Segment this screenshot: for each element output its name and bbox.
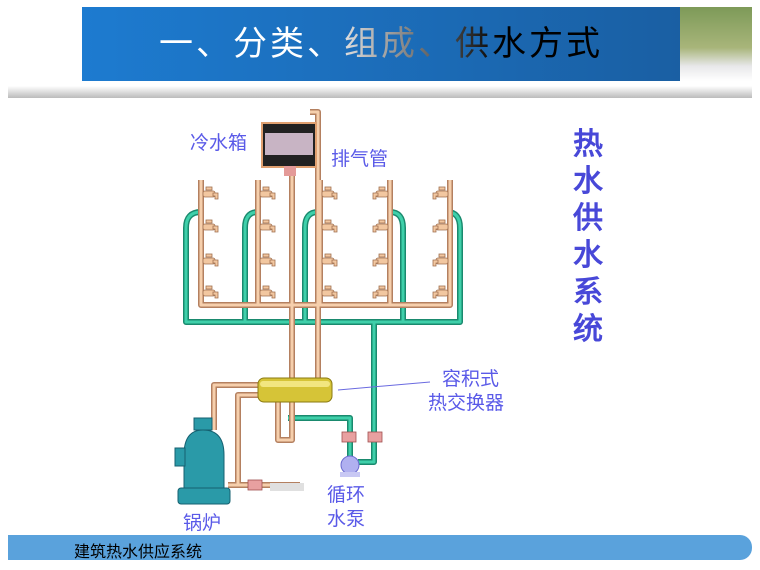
label-boiler: 锅炉: [183, 512, 222, 534]
faucet-icon: [202, 285, 219, 299]
sprout-image: [680, 7, 752, 81]
faucet-icon: [432, 186, 449, 200]
label-pump-1: 循环: [327, 484, 366, 506]
label-pump-2: 水泵: [327, 508, 366, 530]
faucet-icon: [372, 285, 389, 299]
faucets: [202, 186, 449, 299]
faucet-icon: [202, 186, 219, 200]
faucet-icon: [372, 186, 389, 200]
side-title-char: 统: [573, 312, 603, 347]
hot-water-system-diagram: (function(){ const g=document.querySelec…: [174, 109, 463, 505]
faucet-icon: [432, 253, 449, 267]
page-title: 一、分类、组成、供水方式: [82, 7, 680, 81]
faucet-icon: [432, 219, 449, 233]
faucet-icon: [321, 219, 338, 233]
side-title-char: 供: [573, 201, 603, 236]
faucet-icon: [259, 219, 276, 233]
boiler-icon: [174, 417, 231, 505]
valve-icons: [247, 431, 383, 491]
label-vent-pipe: 排气管: [331, 148, 389, 170]
faucet-icon: [259, 253, 276, 267]
leader-line: [337, 381, 431, 391]
footer-text: 建筑热水供应系统: [74, 542, 203, 561]
faucet-icon: [321, 285, 338, 299]
faucet-icon: [202, 219, 219, 233]
faucet-icon: [259, 186, 276, 200]
label-cold-tank: 冷水箱: [190, 132, 248, 154]
side-title: 热 水 供 水 系 统: [570, 126, 606, 348]
title-banner: 一、分类、组成、供水方式: [82, 7, 680, 81]
faucet-icon: [259, 285, 276, 299]
label-heat-exchanger-2: 热交换器: [428, 392, 505, 414]
faucet-icon: [372, 253, 389, 267]
divider: [8, 86, 752, 98]
heat-exchanger: [257, 377, 333, 403]
side-title-char: 水: [573, 164, 603, 199]
faucet-icon: [321, 253, 338, 267]
faucet-icon: [202, 253, 219, 267]
circulation-pump-icon: [340, 455, 360, 477]
side-title-char: 热: [573, 127, 603, 162]
label-heat-exchanger-1: 容积式: [442, 368, 500, 390]
side-title-char: 水: [573, 238, 603, 273]
side-title-char: 系: [573, 275, 603, 310]
faucet-icon: [432, 285, 449, 299]
faucet-icon: [321, 186, 338, 200]
cold-water-tank: [261, 122, 317, 176]
steam-outlet: [270, 483, 304, 491]
faucet-icon: [372, 219, 389, 233]
footer-bar: 建筑热水供应系统: [8, 535, 752, 561]
